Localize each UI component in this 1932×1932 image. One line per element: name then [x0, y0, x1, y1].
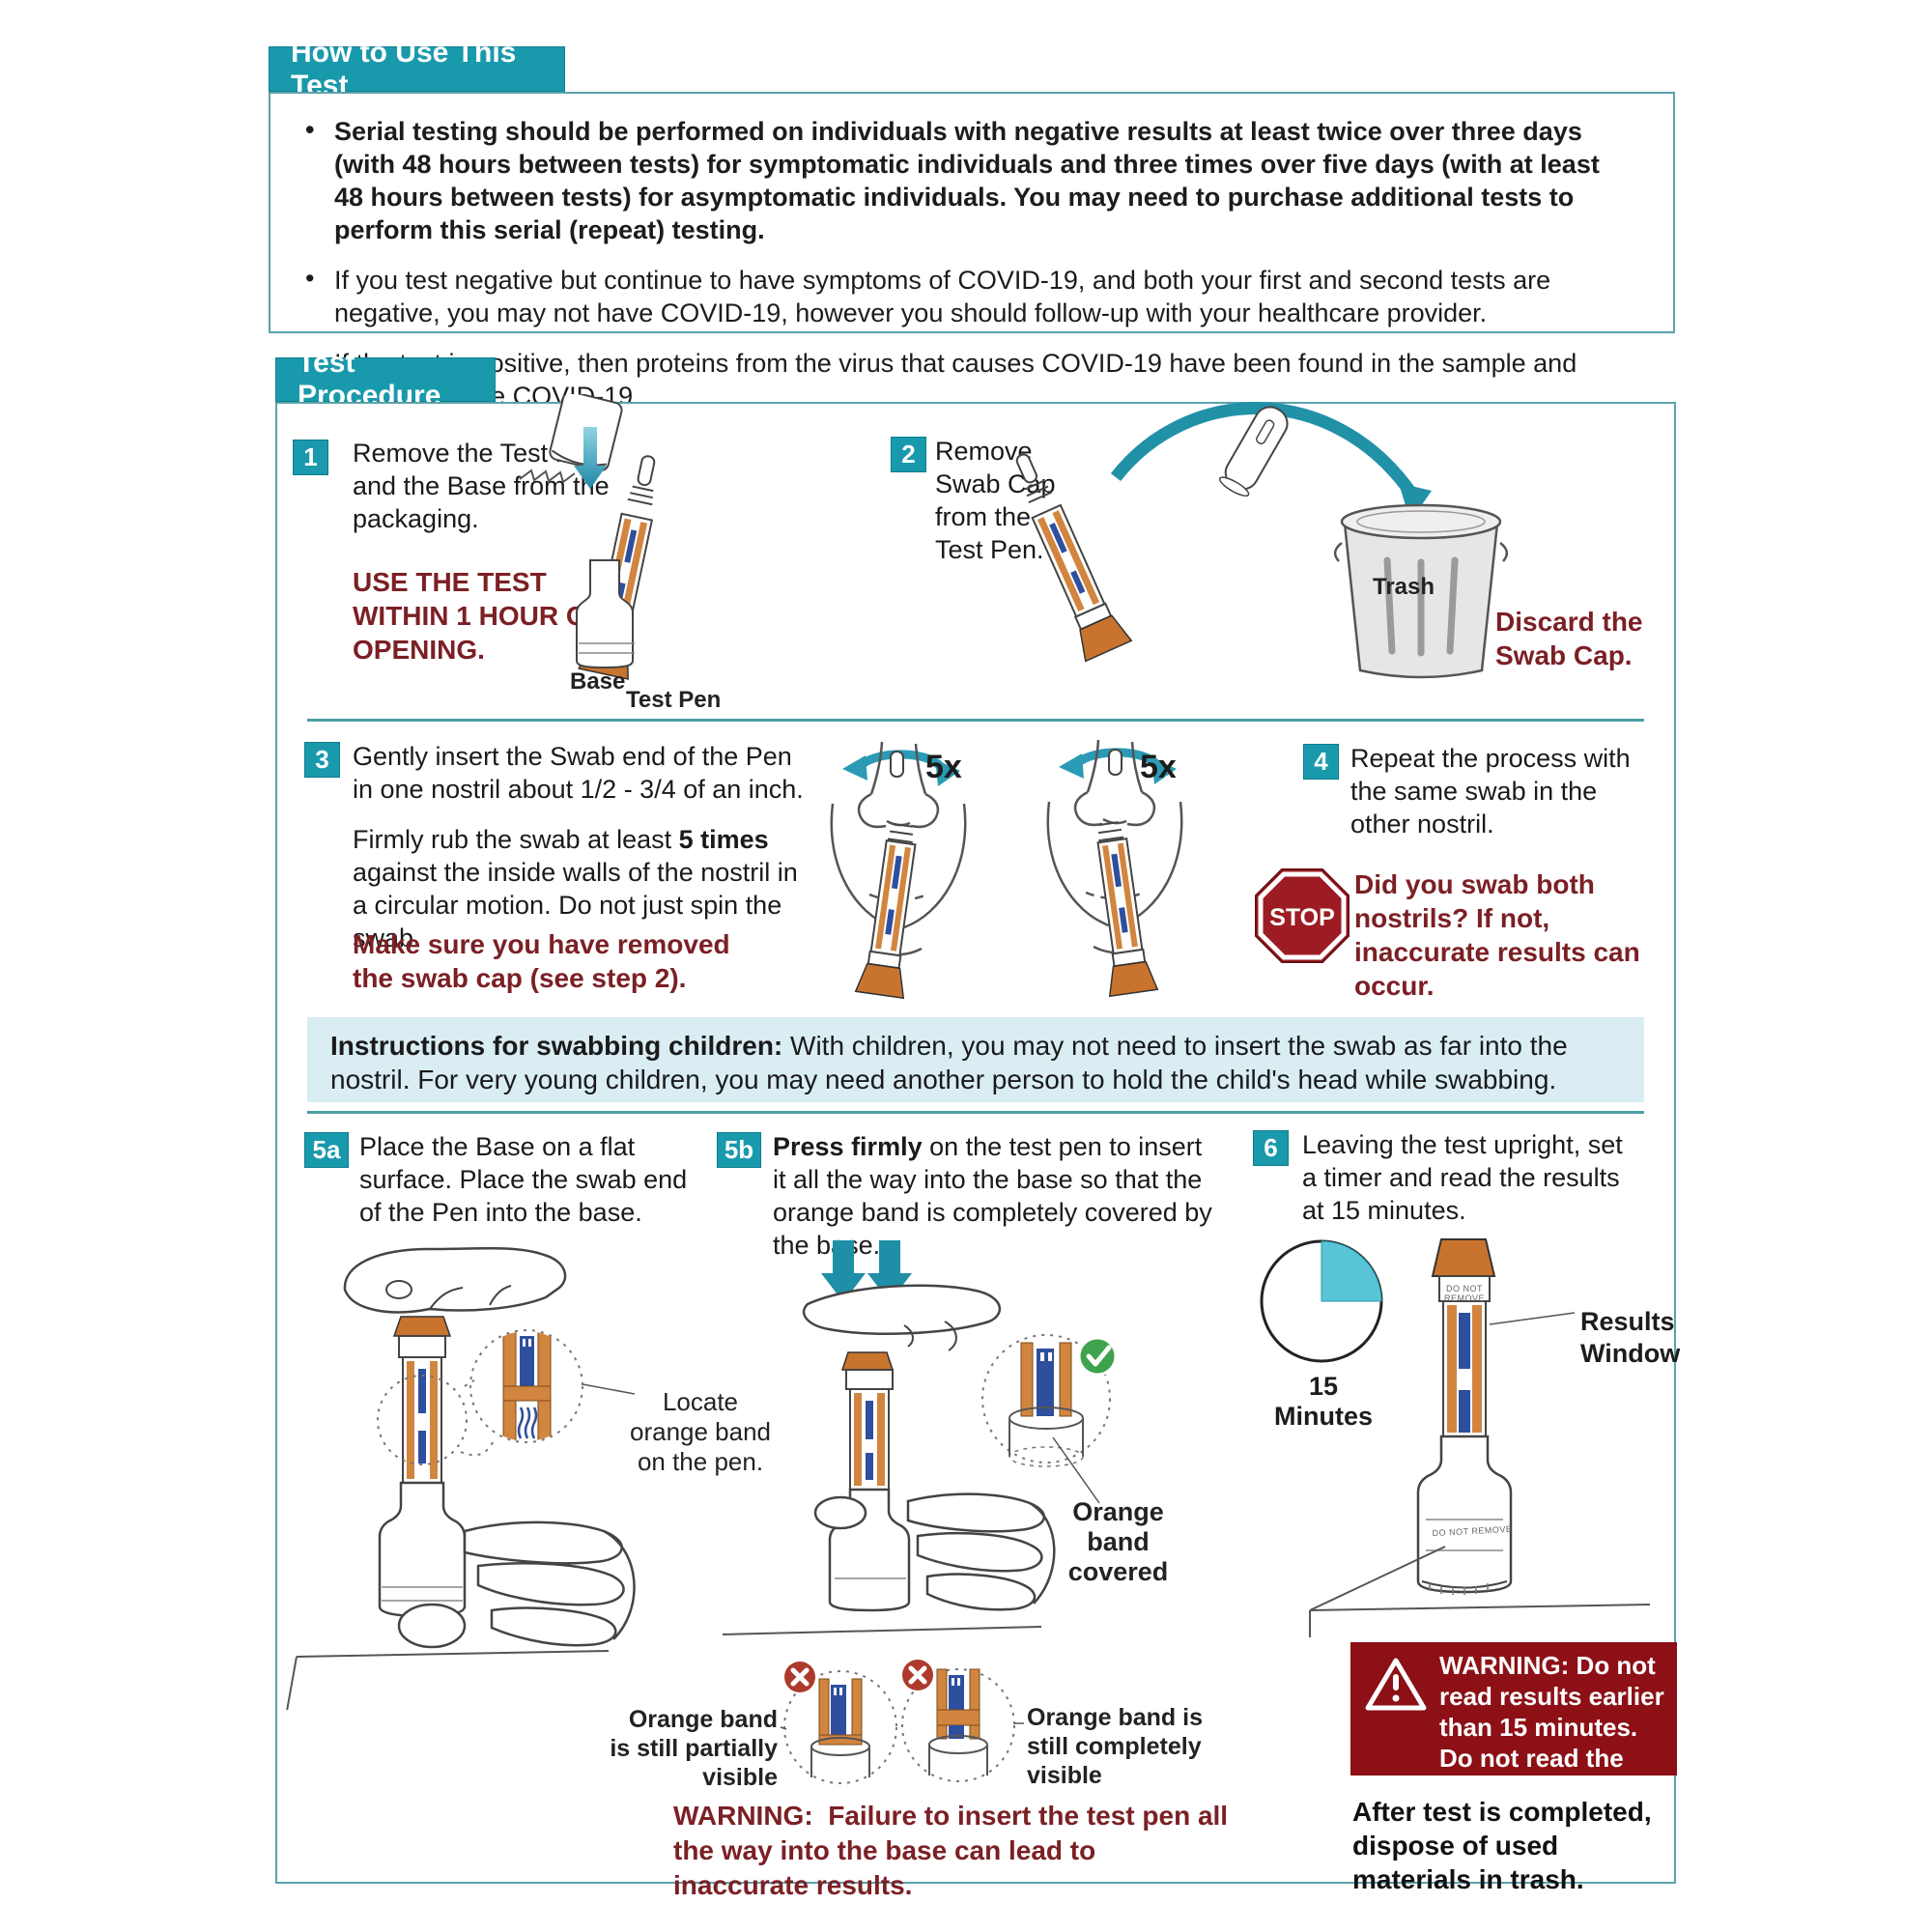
- bullet-text: If you test negative but continue to hav…: [334, 266, 1551, 327]
- step5b-illustration: [722, 1240, 1118, 1635]
- test-pen-illustration: [1015, 453, 1133, 663]
- row-separator: [307, 719, 1644, 722]
- how-to-use-panel: • Serial testing should be performed on …: [269, 92, 1675, 411]
- children-instructions-band: Instructions for swabbing children: With…: [307, 1017, 1644, 1102]
- warning-triangle-icon: [1365, 1658, 1427, 1711]
- magnifier-zoom-circle: [981, 1334, 1111, 1467]
- step4-warning: Did you swab both nostrils? If not, inac…: [1354, 869, 1640, 1001]
- rub-count-right: 5x: [1140, 749, 1177, 785]
- bullet-item: • Serial testing should be performed on …: [305, 115, 1644, 246]
- test-procedure-tab: Test Procedure: [275, 347, 496, 412]
- table-edge: [1309, 1546, 1651, 1637]
- nostril-swab-illustration: [830, 739, 1183, 1000]
- trash-can-icon: [1333, 503, 1509, 679]
- step5b-text-rest: on the test pen to insert it all the way…: [773, 1132, 1212, 1260]
- read-time-warning-box: WARNING: Do not read results earlier tha…: [1350, 1642, 1677, 1834]
- stop-sign-label: STOP: [1269, 904, 1335, 931]
- top-hand: [343, 1246, 567, 1314]
- step1-warning: USE THE TEST WITHIN 1 HOUR OF OPENING.: [353, 567, 604, 665]
- error1-callout: Orange band is still partially visible: [610, 1706, 778, 1791]
- step1-illustration: [519, 394, 656, 680]
- base-illustration: [576, 559, 635, 669]
- step6-illustration: [1260, 1238, 1651, 1637]
- magnifier-source-circle: [377, 1375, 468, 1465]
- step5b-warning: WARNING: Failure to insert the test pen …: [673, 1799, 1229, 1903]
- step3-text-1: Gently insert the Swab end of the Pen in…: [353, 742, 804, 804]
- step5b-warning-bold: WARNING:: [673, 1801, 813, 1831]
- x-mark-icon: [902, 1660, 933, 1690]
- step5b-badge: 5b: [717, 1132, 761, 1168]
- lower-hand: [397, 1520, 636, 1649]
- swab-cap-illustration: [1218, 406, 1289, 497]
- error-completely-visible: [901, 1660, 1024, 1782]
- locate-orange-band-callout: Locate orange band on the pen.: [629, 1387, 772, 1476]
- step6-text: Leaving the test upright, set a timer an…: [1302, 1130, 1623, 1225]
- step2-illustration: [1015, 402, 1509, 679]
- bullet-dot: •: [305, 264, 315, 293]
- holding-hand: [813, 1492, 1056, 1611]
- nose-swab-right: [1046, 739, 1183, 998]
- step5a-badge: 5a: [304, 1132, 349, 1168]
- base-label: Base: [570, 668, 626, 695]
- step2-text: Remove Swab Cap from the Test Pen.: [935, 437, 1056, 564]
- bullet-item: • If you test negative but continue to h…: [305, 264, 1644, 329]
- magnifier-zoom-circle: [469, 1329, 583, 1443]
- step4-badge: 4: [1303, 744, 1339, 780]
- bullet-dot: •: [305, 115, 315, 144]
- pen-pressed-into-base: [828, 1351, 911, 1612]
- children-instructions-text: With children, you may not need to inser…: [330, 1031, 1568, 1094]
- down-arrow-icon: [574, 427, 607, 489]
- step3-text-2c: against the inside walls of the nostril …: [353, 858, 798, 952]
- step5b-text: Press firmly on the test pen to insert i…: [773, 1130, 1222, 1262]
- tear-zigzag: [519, 469, 576, 484]
- step5a-text: Place the Base on a flat surface. Place …: [359, 1132, 688, 1227]
- table-edge: [286, 1650, 610, 1710]
- flat-hand: [802, 1284, 1002, 1351]
- insertion-error-illustrations: [780, 1660, 1024, 1784]
- callout-line: [1052, 1436, 1100, 1504]
- step3-warning: Make sure you have removed the swab cap …: [353, 929, 730, 993]
- table-edge: [722, 1626, 1042, 1635]
- error2-callout: Orange band is still completely visible: [1027, 1704, 1203, 1789]
- nose-swab-left: [830, 741, 967, 1000]
- children-instructions-title: Instructions for swabbing children:: [330, 1031, 783, 1061]
- step5b-text-bold: Press firmly: [773, 1132, 923, 1161]
- timer-icon: [1260, 1239, 1383, 1363]
- test-pen-label: Test Pen: [626, 687, 722, 713]
- timer-label: 15 Minutes: [1273, 1372, 1373, 1431]
- step3-text-2: Firmly rub the swab at least 5 times aga…: [353, 823, 807, 954]
- step1-badge: 1: [293, 440, 328, 475]
- step6-badge: 6: [1253, 1130, 1289, 1166]
- test-pen-in-base: [378, 1316, 467, 1618]
- check-icon: [1077, 1336, 1118, 1377]
- magnifier-connectors: [460, 1379, 494, 1457]
- step5b-warning-rest: Failure to insert the test pen all the w…: [673, 1801, 1236, 1900]
- step3-text-2b: 5 times: [678, 825, 769, 854]
- dispose-text: After test is completed, dispose of used…: [1352, 1797, 1652, 1894]
- step3-text-2a: Firmly rub the swab at least: [353, 825, 679, 854]
- stop-sign-icon: [1255, 868, 1350, 963]
- step3-badge: 3: [304, 742, 340, 778]
- band-separator: [307, 1111, 1644, 1114]
- trash-label: Trash: [1372, 574, 1435, 600]
- x-mark-icon: [784, 1662, 815, 1692]
- results-window-label: Results Window: [1580, 1307, 1681, 1368]
- arc-arrowhead: [1399, 483, 1432, 522]
- step2-badge: 2: [891, 437, 926, 472]
- step5a-illustration: [286, 1246, 636, 1710]
- callout-line: [1489, 1312, 1576, 1325]
- orange-band-covered-callout: Orange band covered: [1067, 1497, 1169, 1586]
- how-to-use-tab: How to Use This Test: [269, 37, 565, 101]
- error-partially-visible: [780, 1662, 897, 1784]
- do-not-remove-label-top: DO NOT REMOVE: [1443, 1284, 1485, 1303]
- step4-text: Repeat the process with the same swab in…: [1350, 744, 1631, 838]
- bullet-text: Serial testing should be performed on in…: [334, 117, 1600, 244]
- upright-test-illustration: [1416, 1238, 1513, 1595]
- callout-line: [582, 1383, 636, 1395]
- discard-swab-cap-text: Discard the Swab Cap.: [1495, 607, 1643, 670]
- rub-count-left: 5x: [925, 749, 962, 785]
- read-time-warning-text: WARNING: Do not read results earlier tha…: [1439, 1651, 1664, 1834]
